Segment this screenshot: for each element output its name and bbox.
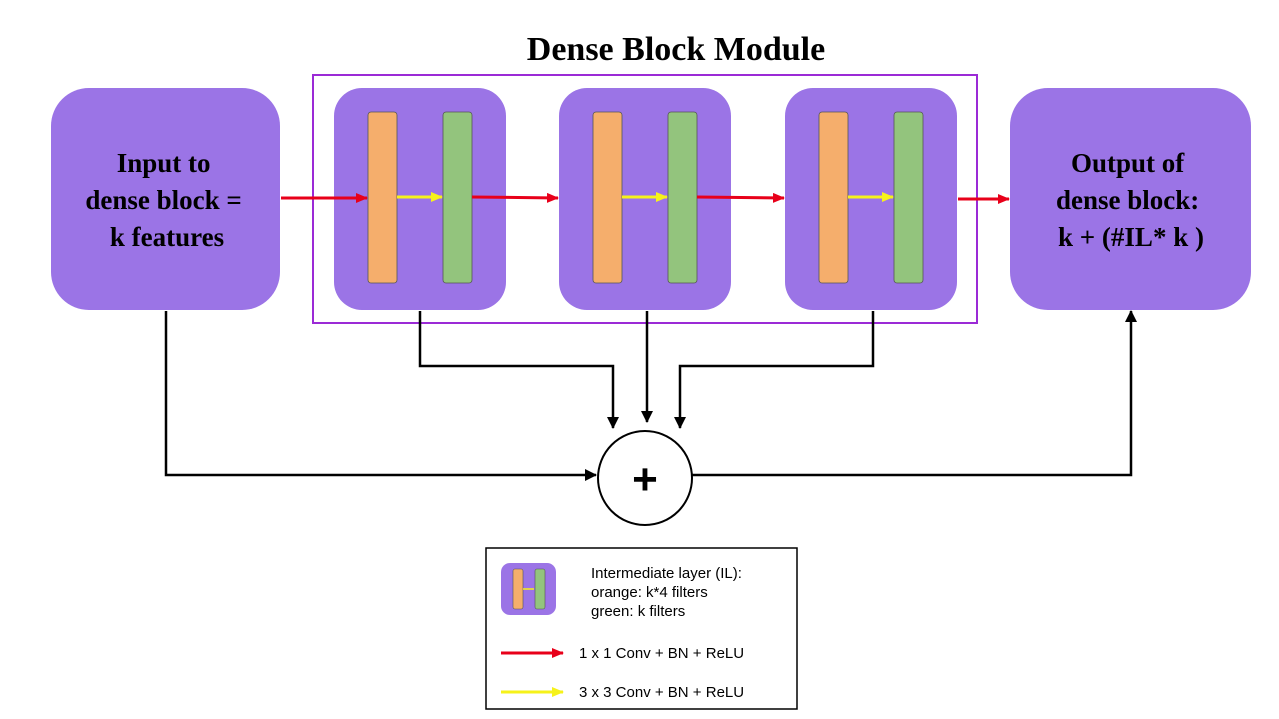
legend-il-line-1: Intermediate layer (IL): bbox=[591, 565, 742, 582]
il-orange-bar bbox=[367, 111, 398, 284]
output-label-line-2: dense block: bbox=[1056, 185, 1199, 215]
legend-yellow-label: 3 x 3 Conv + BN + ReLU bbox=[579, 684, 744, 701]
il-block bbox=[559, 88, 731, 310]
il-green-bar bbox=[442, 111, 473, 284]
intermediate-layer-1 bbox=[334, 88, 506, 310]
legend-il-line-2: orange: k*4 filters bbox=[591, 584, 708, 601]
diagram-title: Dense Block Module bbox=[527, 31, 825, 68]
connector-il1-to-sum bbox=[418, 311, 619, 429]
connector-sum-to-output bbox=[692, 310, 1137, 477]
output-label-line-3: k + (#IL* k ) bbox=[1058, 222, 1204, 252]
intermediate-layer-3 bbox=[785, 88, 957, 310]
input-node: Input to dense block = k features bbox=[51, 88, 280, 310]
connector-il3-to-sum bbox=[674, 311, 875, 429]
legend: Intermediate layer (IL): orange: k*4 fil… bbox=[485, 547, 798, 710]
red-arrow-il1-to-il2 bbox=[471, 192, 559, 203]
intermediate-layer-2 bbox=[559, 88, 731, 310]
il-block bbox=[785, 88, 957, 310]
input-label-line-1: Input to bbox=[117, 148, 211, 178]
plus-icon: + bbox=[632, 455, 658, 504]
red-arrow-il2-to-il3 bbox=[696, 192, 785, 203]
legend-il-icon bbox=[501, 563, 556, 615]
legend-il-text: Intermediate layer (IL): orange: k*4 fil… bbox=[591, 565, 746, 620]
sum-node: + bbox=[597, 430, 693, 526]
il-green-bar bbox=[667, 111, 698, 284]
output-box bbox=[1010, 88, 1251, 310]
input-label: Input to dense block = k features bbox=[85, 148, 248, 252]
legend-red-label: 1 x 1 Conv + BN + ReLU bbox=[579, 645, 744, 662]
sum-circle bbox=[597, 430, 693, 526]
output-label: Output of dense block: k + (#IL* k ) bbox=[1056, 148, 1206, 252]
input-label-line-3: k features bbox=[110, 222, 224, 252]
input-box bbox=[51, 88, 280, 310]
il-orange-bar bbox=[592, 111, 623, 284]
connector-input-to-sum bbox=[164, 311, 597, 481]
legend-il-line-3: green: k filters bbox=[591, 603, 685, 620]
il-green-bar bbox=[893, 111, 924, 284]
output-node: Output of dense block: k + (#IL* k ) bbox=[1010, 88, 1251, 310]
output-label-line-1: Output of bbox=[1071, 148, 1185, 178]
input-label-line-2: dense block = bbox=[85, 185, 241, 215]
il-orange-bar bbox=[818, 111, 849, 284]
